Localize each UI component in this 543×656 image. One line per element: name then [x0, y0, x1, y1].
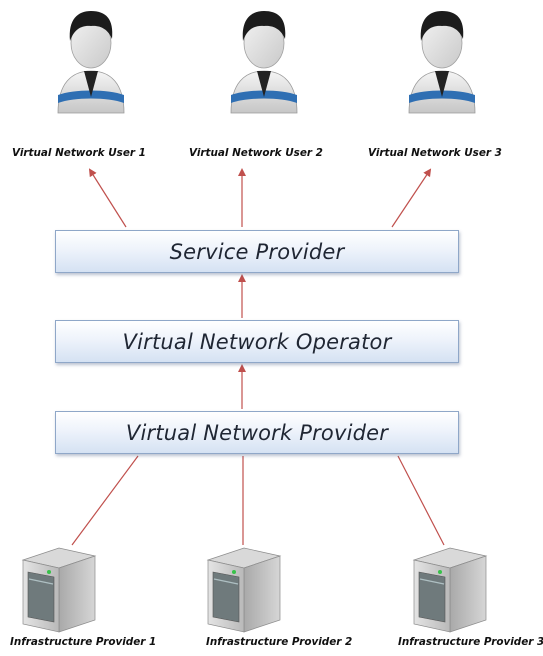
infrastructure-2-label: Infrastructure Provider 2: [206, 636, 353, 648]
virtual-network-user-2: [227, 5, 301, 115]
link-infra-3-to-vnp: [397, 455, 445, 546]
user-1-label: Virtual Network User 1: [12, 147, 146, 159]
infrastructure-provider-2: [204, 542, 284, 634]
virtual-network-provider-label: Virtual Network Provider: [125, 420, 389, 445]
virtual-network-user-1: [54, 5, 128, 115]
arrow-sp-to-user-1: [88, 168, 127, 228]
user-icon: [57, 11, 125, 114]
user-icon: [408, 11, 476, 114]
infrastructure-provider-1: [19, 542, 99, 634]
virtual-network-operator-label: Virtual Network Operator: [122, 329, 392, 354]
link-infra-1-to-vnp: [71, 455, 139, 546]
server-icon: [21, 547, 97, 633]
service-provider-box: Service Provider: [55, 230, 459, 273]
user-icon: [230, 11, 298, 114]
server-icon: [412, 547, 488, 633]
virtual-network-operator-box: Virtual Network Operator: [55, 320, 459, 363]
user-3-label: Virtual Network User 3: [368, 147, 502, 159]
service-provider-label: Service Provider: [169, 239, 345, 264]
infrastructure-provider-3: [410, 542, 490, 634]
arrow-sp-to-user-3: [391, 168, 432, 228]
infrastructure-3-label: Infrastructure Provider 3: [398, 636, 543, 648]
virtual-network-provider-box: Virtual Network Provider: [55, 411, 459, 454]
server-icon: [206, 547, 282, 633]
user-2-label: Virtual Network User 2: [189, 147, 323, 159]
virtual-network-user-3: [405, 5, 479, 115]
infrastructure-1-label: Infrastructure Provider 1: [10, 636, 157, 648]
